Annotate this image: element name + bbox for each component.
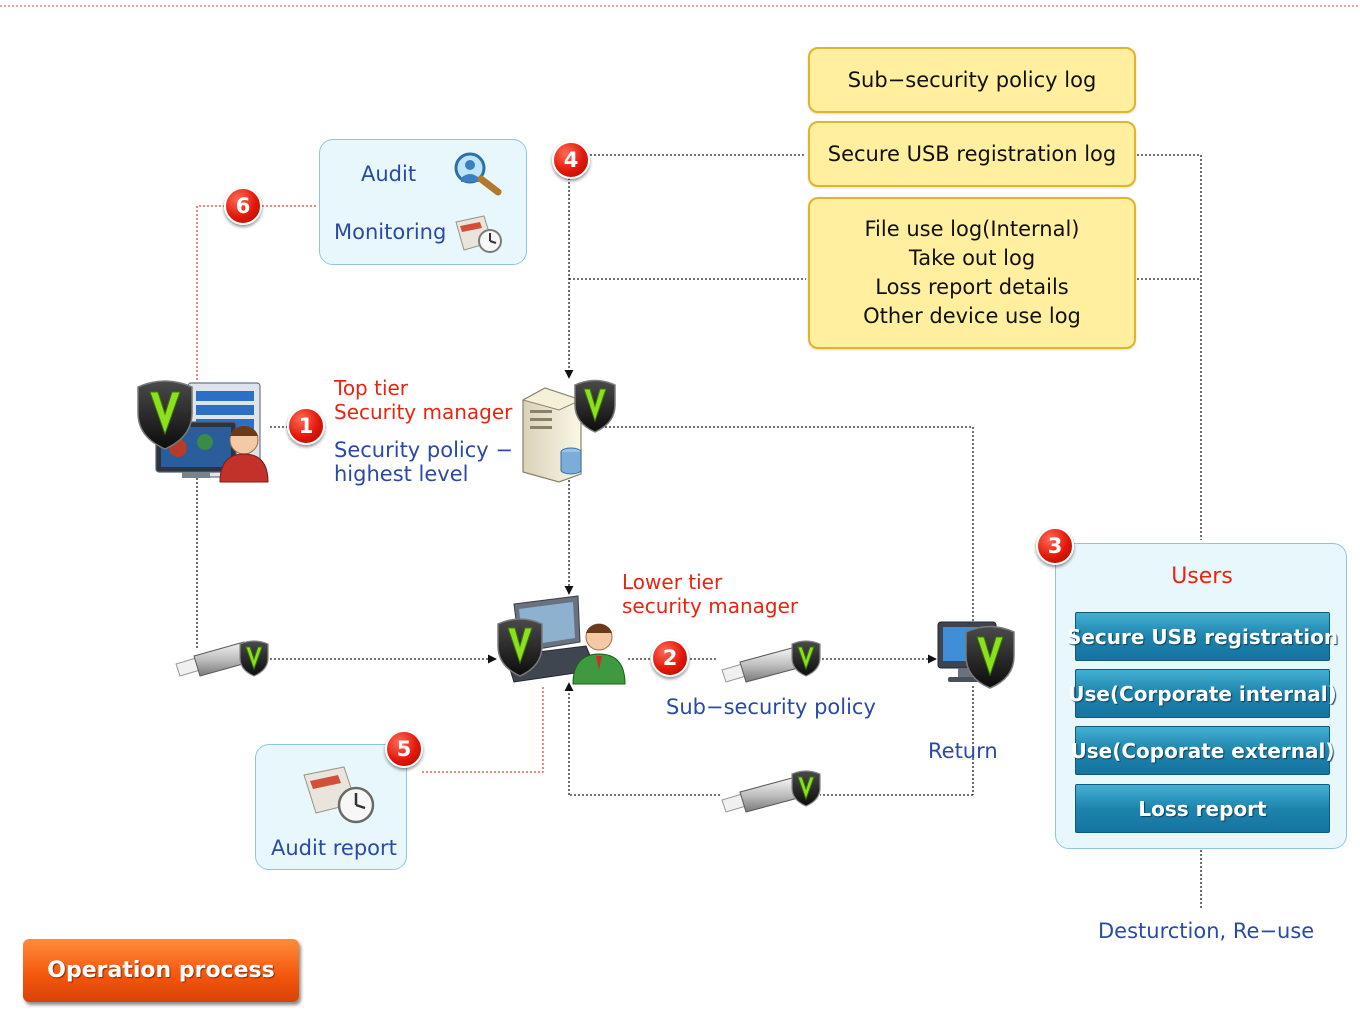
step-badge-2: 2 xyxy=(651,639,689,677)
step-badge-1: 1 xyxy=(287,407,325,445)
usb-stick-icon xyxy=(721,770,821,813)
usb-stick-icon xyxy=(721,640,821,683)
audit-magnifier-icon xyxy=(454,152,502,196)
lower-tier-line: Lower tier xyxy=(622,570,723,594)
lower-security-manager-line: security manager xyxy=(622,594,799,618)
usb-stick-icon xyxy=(175,640,269,677)
line-computer-to-badge6 xyxy=(196,205,224,380)
other-device-log-line: Other device use log xyxy=(863,304,1081,328)
security-policy-line: Security policy − xyxy=(334,438,514,462)
use-corporate-internal-button[interactable]: Use(Corporate internal) xyxy=(1068,669,1337,718)
destruction-reuse-label: Desturction, Re−use xyxy=(1098,919,1315,943)
security-manager-line: Security manager xyxy=(334,400,513,424)
shield-icon xyxy=(574,379,616,433)
highest-level-line: highest level xyxy=(334,462,469,486)
shield-icon xyxy=(497,618,543,677)
lower-tier-title: Lower tier security manager xyxy=(622,570,798,618)
sub-policy-log-label: Sub−security policy log xyxy=(847,68,1097,92)
audit-monitoring-panel: Audit Monitoring xyxy=(319,139,527,265)
server-icon xyxy=(521,387,583,483)
monitoring-report-clock-icon xyxy=(455,215,502,253)
red-connector-lines xyxy=(196,205,544,773)
top-tier-line: Top tier xyxy=(334,376,409,400)
step-badge-5: 5 xyxy=(385,730,423,768)
shield-icon xyxy=(965,625,1015,689)
top-tier-policy: Security policy − highest level xyxy=(334,438,513,486)
step-badge-4: 4 xyxy=(552,141,590,179)
sub-policy-log-box: Sub−security policy log xyxy=(808,47,1136,113)
usb-registration-log-label: Secure USB registration log xyxy=(827,142,1117,166)
return-label: Return xyxy=(928,739,998,763)
monitoring-label: Monitoring xyxy=(334,220,447,244)
file-use-log-box: File use log(Internal) Take out log Loss… xyxy=(808,197,1136,349)
users-panel: Users Secure USB registration Use(Corpor… xyxy=(1055,543,1347,849)
operation-process-button[interactable]: Operation process xyxy=(23,939,299,1002)
sub-security-policy-label: Sub−security policy xyxy=(666,695,876,719)
shield-icon xyxy=(137,380,193,450)
take-out-log-line: Take out log xyxy=(908,246,1036,270)
secure-usb-registration-button[interactable]: Secure USB registration xyxy=(1067,612,1338,661)
audit-report-panel: Audit report xyxy=(255,744,407,870)
loss-report-button[interactable]: Loss report xyxy=(1075,784,1330,833)
use-corporate-external-button[interactable]: Use(Coporate external) xyxy=(1071,726,1334,775)
usb-registration-log-box: Secure USB registration log xyxy=(808,121,1136,187)
step-badge-6: 6 xyxy=(224,187,262,225)
connector-lines xyxy=(196,154,1202,910)
loss-report-details-line: Loss report details xyxy=(875,275,1069,299)
line-badge5-to-lower-manager xyxy=(422,686,544,773)
audit-report-clock-icon xyxy=(303,766,375,824)
file-use-log-line: File use log(Internal) xyxy=(864,217,1080,241)
users-title: Users xyxy=(1171,564,1233,589)
step-badge-3: 3 xyxy=(1036,527,1074,565)
audit-report-label: Audit report xyxy=(271,836,397,860)
top-tier-title: Top tier Security manager xyxy=(334,376,512,424)
audit-label: Audit xyxy=(361,162,417,186)
